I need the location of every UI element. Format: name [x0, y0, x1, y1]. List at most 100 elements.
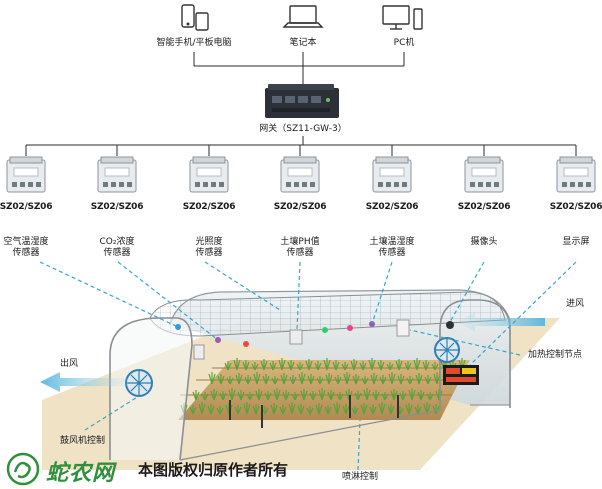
plant-seedling	[251, 362, 259, 371]
heating-node-label: 加热控制节点	[528, 350, 583, 360]
sensor-device-icon	[97, 156, 137, 193]
sensor-probes	[175, 321, 399, 428]
plant-seedling	[406, 376, 414, 385]
air-out-label: 出风	[60, 359, 79, 369]
brand-name: 蛇农网	[46, 460, 116, 486]
plant-seedling	[352, 374, 360, 385]
plant-seedling	[306, 406, 314, 415]
plant-seedling	[363, 388, 371, 401]
client-label-laptop: 笔记本	[289, 38, 317, 48]
plant-seedling	[327, 390, 335, 401]
sensor-model: SZ02/SZ06	[182, 202, 236, 212]
plant-seedling	[271, 376, 279, 385]
sensor-name-line2: 传感器	[378, 248, 406, 258]
client-bus	[193, 52, 405, 86]
plant-seedling	[217, 374, 225, 385]
plant-seedling	[341, 362, 349, 371]
plant-seedling	[377, 360, 385, 371]
plant-seedling	[314, 361, 322, 371]
sensor-name-co2: CO₂浓度 传感器	[100, 237, 135, 259]
plant-seedling	[336, 392, 344, 401]
plant-seedling	[270, 403, 278, 415]
plant-seedling	[201, 392, 209, 401]
plant-seedling	[318, 388, 326, 401]
plant-seedling	[226, 376, 234, 385]
plant-seedling	[269, 361, 277, 371]
plant-seedling	[323, 358, 331, 371]
desktop-pc-icon	[382, 5, 423, 30]
sensor-name-camera: 摄像头	[470, 237, 497, 248]
fan-control-label: 鼓风机控制	[60, 436, 106, 446]
plant-seedling	[216, 406, 224, 415]
sensor-device-icon	[280, 156, 320, 193]
plant-seedling	[296, 362, 304, 371]
footer-watermark: 蛇农网 本图版权归原作者所有	[6, 452, 326, 486]
sensor-model: SZ02/SZ06	[90, 202, 144, 212]
air-in-label: 进风	[566, 299, 585, 309]
plant-seedling	[279, 405, 287, 415]
plant-seedling	[207, 404, 215, 415]
plant-seedling	[388, 372, 396, 385]
plant-seedling	[360, 403, 368, 415]
plant-seedling	[300, 389, 308, 401]
plant-seedling	[397, 374, 405, 385]
sensor-name-line1: 土壤PH值	[280, 237, 320, 247]
plant-seedling	[273, 388, 281, 401]
sensor-device-icon	[6, 156, 46, 193]
sensor-model: SZ02/SZ06	[273, 202, 327, 212]
exhaust-fan-icon	[125, 369, 153, 397]
plant-seedling	[234, 405, 242, 415]
sensor-name-line1: 摄像头	[470, 237, 498, 247]
plant-seedling	[228, 388, 236, 401]
plant-seedling	[189, 405, 197, 415]
client-label-mobile: 智能手机/平板电脑	[156, 38, 232, 48]
plant-seedling	[413, 358, 421, 371]
sensor-name-line1: 土壤温湿度	[369, 237, 415, 247]
sensor-model: SZ02/SZ06	[0, 202, 53, 212]
plant-seedling	[361, 376, 369, 385]
plant-seedling	[351, 406, 359, 415]
plant-seedling	[305, 359, 313, 371]
sensor-model: SZ02/SZ06	[457, 202, 511, 212]
sensor-name-soil-ph: 土壤PH值 传感器	[280, 237, 319, 259]
plant-seedling	[208, 372, 216, 385]
plant-seedling	[414, 405, 422, 415]
gateway-device-icon	[265, 84, 339, 118]
plant-seedling	[431, 362, 439, 371]
plant-seedling	[291, 392, 299, 401]
plants	[180, 358, 466, 415]
air-in-arrow	[458, 312, 545, 332]
plant-seedling	[379, 375, 387, 385]
plant-seedling	[386, 362, 394, 371]
sensor-devices	[6, 156, 596, 193]
laptop-icon	[282, 5, 324, 28]
plant-seedling	[260, 359, 268, 371]
plant-seedling	[307, 374, 315, 385]
sensor-model: SZ02/SZ06	[549, 202, 602, 212]
sensor-device-icon	[556, 156, 596, 193]
sensor-device-icon	[189, 156, 229, 193]
plant-seedling	[192, 390, 200, 401]
plant-seedling	[399, 391, 407, 401]
intake-fan-icon	[434, 337, 460, 363]
plant-seedling	[210, 389, 218, 401]
plant-seedling	[253, 372, 261, 385]
plant-seedling	[289, 375, 297, 385]
plant-seedling	[297, 404, 305, 415]
plant-seedling	[359, 361, 367, 371]
plant-seedling	[426, 392, 434, 401]
plant-seedling	[387, 404, 395, 415]
sprinkler-label: 喷淋控制	[342, 472, 379, 482]
plant-seedling	[309, 391, 317, 401]
plant-seedling	[369, 405, 377, 415]
plant-seedling	[287, 360, 295, 371]
plant-seedling	[246, 392, 254, 401]
plant-seedling	[219, 391, 227, 401]
plant-seedling	[395, 359, 403, 371]
sensor-name-display: 显示屏	[562, 237, 589, 248]
plant-seedling	[278, 358, 286, 371]
plant-seedling	[233, 358, 241, 371]
sensor-name-line2: 传感器	[12, 248, 40, 258]
plant-seedling	[198, 402, 206, 415]
